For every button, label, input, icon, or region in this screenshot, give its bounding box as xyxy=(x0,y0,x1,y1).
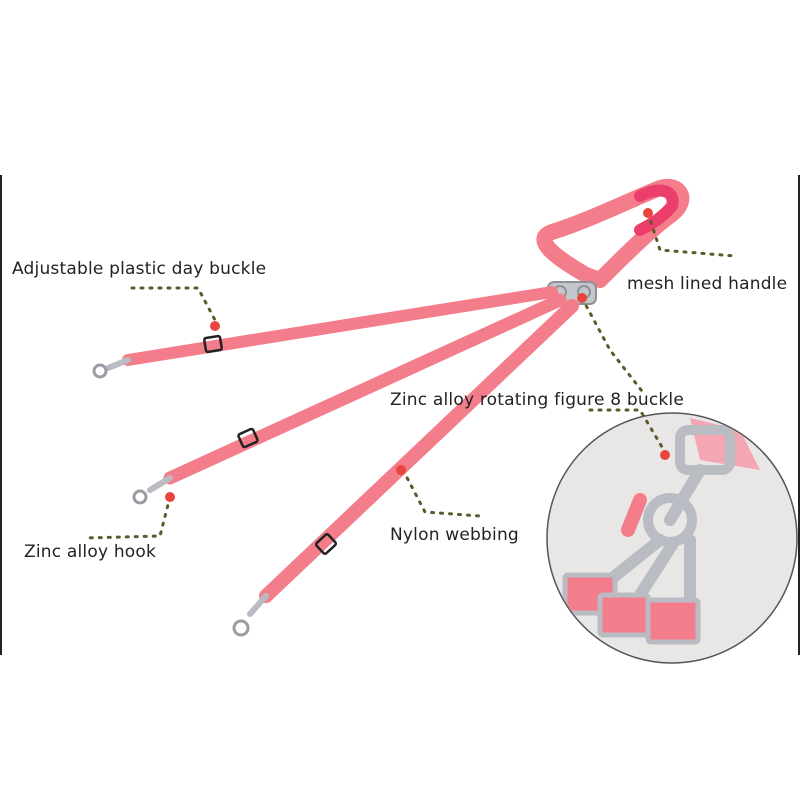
strap-bottom xyxy=(232,299,579,637)
callout-markers xyxy=(165,208,670,502)
marker-buckle xyxy=(210,321,220,331)
label-mesh-handle: mesh lined handle xyxy=(627,274,788,294)
strap-middle xyxy=(132,293,567,505)
strap-top xyxy=(92,286,558,379)
marker-connector xyxy=(577,293,587,303)
label-figure8-buckle: Zinc alloy rotating figure 8 buckle xyxy=(390,390,684,410)
label-zinc-hook: Zinc alloy hook xyxy=(24,542,157,562)
marker-figure8 xyxy=(660,450,670,460)
label-plastic-buckle: Adjustable plastic day buckle xyxy=(12,259,267,279)
marker-hook xyxy=(165,492,175,502)
right-frame-line xyxy=(798,175,800,655)
mesh-lined-handle xyxy=(536,178,690,288)
marker-handle xyxy=(643,208,653,218)
leader-lines xyxy=(83,211,737,540)
zoom-detail xyxy=(546,412,798,664)
left-frame-line xyxy=(0,175,2,655)
label-nylon-webbing: Nylon webbing xyxy=(390,525,519,545)
marker-nylon xyxy=(396,465,406,475)
